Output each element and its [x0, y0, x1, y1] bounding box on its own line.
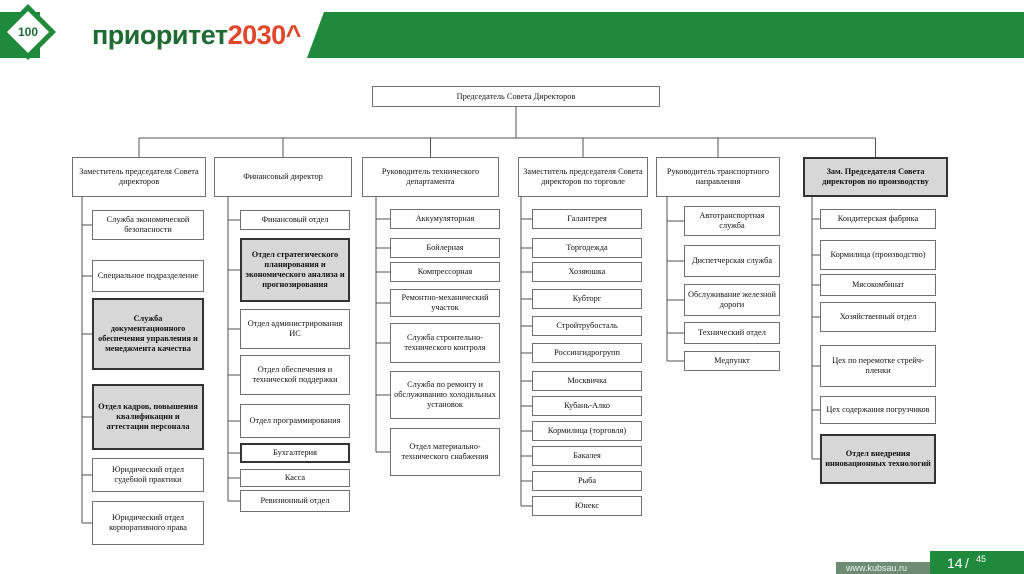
department-box: Кондитерская фабрика — [820, 209, 936, 229]
department-box: Служба экономической безопасности — [92, 210, 204, 240]
department-box: Отдел материально-технического снабжения — [390, 428, 500, 476]
department-box: Служба по ремонту и обслуживанию холодил… — [390, 371, 500, 419]
chairman-box: Председатель Совета Директоров — [372, 86, 660, 107]
page-current: 14 — [947, 555, 963, 571]
division-head: Заместитель председателя Совета директор… — [518, 157, 648, 197]
department-box: Отдел кадров, повышения квалификации и а… — [92, 384, 204, 450]
department-box: Хозяйственный отдел — [820, 302, 936, 332]
division-head: Руководитель технического департамента — [362, 157, 499, 197]
header-brand-panel — [40, 12, 324, 58]
department-box: Обслуживание железной дороги — [684, 284, 780, 316]
department-box: Служба строительно-технического контроля — [390, 323, 500, 363]
department-box: Хозяюшка — [532, 262, 642, 282]
department-box: Аккумуляторная — [390, 209, 500, 229]
brand-title: приоритет2030^ — [92, 20, 301, 50]
division-head: Зам. Председателя Совета директоров по п… — [803, 157, 948, 197]
department-box: Кормилица (производство) — [820, 240, 936, 270]
division-head: Финансовый директор — [214, 157, 352, 197]
footer-url[interactable]: www.kubsau.ru — [836, 562, 930, 574]
department-box: Ремонтно-механический участок — [390, 289, 500, 317]
department-box: Кормилица (торговля) — [532, 421, 642, 441]
department-box: Специальное подразделение — [92, 260, 204, 292]
division-head: Руководитель транспортного направления — [656, 157, 780, 197]
page-separator: / — [965, 555, 969, 571]
department-box: Россингидрогрупп — [532, 343, 642, 363]
department-box: Медпункт — [684, 351, 780, 371]
department-box: Отдел программирования — [240, 404, 350, 438]
department-box: Москвичка — [532, 371, 642, 391]
department-box: Стройтрубосталь — [532, 316, 642, 336]
department-box: Юридический отдел корпоративного права — [92, 501, 204, 545]
department-box: Бухгалтерия — [240, 443, 350, 463]
department-box: Цех содержания погрузчиков — [820, 396, 936, 424]
department-box: Отдел внедрения инновационных технологий — [820, 434, 936, 484]
department-box: Кубторг — [532, 289, 642, 309]
department-box: Цех по перемотке стрейч-пленки — [820, 345, 936, 387]
department-box: Юнекс — [532, 496, 642, 516]
department-box: Финансовый отдел — [240, 210, 350, 230]
svg-text:100: 100 — [18, 25, 38, 39]
department-box: Отдел обеспечения и технической поддержк… — [240, 355, 350, 395]
page-total: 45 — [976, 554, 987, 564]
department-box: Бойлерная — [390, 238, 500, 258]
department-box: Отдел администрирования ИС — [240, 309, 350, 349]
department-box: Технический отдел — [684, 322, 780, 344]
department-box: Торгодежда — [532, 238, 642, 258]
department-box: Служба документационного обеспечения упр… — [92, 298, 204, 370]
department-box: Автотранспортная служба — [684, 206, 780, 236]
department-box: Ревизионный отдел — [240, 490, 350, 512]
department-box: Отдел стратегического планирования и эко… — [240, 238, 350, 302]
department-box: Юридический отдел судебной практики — [92, 458, 204, 492]
department-box: Кубань-Алко — [532, 396, 642, 416]
department-box: Галантерея — [532, 209, 642, 229]
department-box: Рыба — [532, 471, 642, 491]
department-box: Диспетчерская служба — [684, 245, 780, 277]
logo-icon: 100 — [0, 4, 56, 60]
department-box: Компрессорная — [390, 262, 500, 282]
page-indicator: 14 / 45 — [930, 551, 1024, 574]
department-box: Касса — [240, 469, 350, 487]
department-box: Бакалея — [532, 446, 642, 466]
department-box: Мясокомбинат — [820, 274, 936, 296]
division-head: Заместитель председателя Совета директор… — [72, 157, 206, 197]
